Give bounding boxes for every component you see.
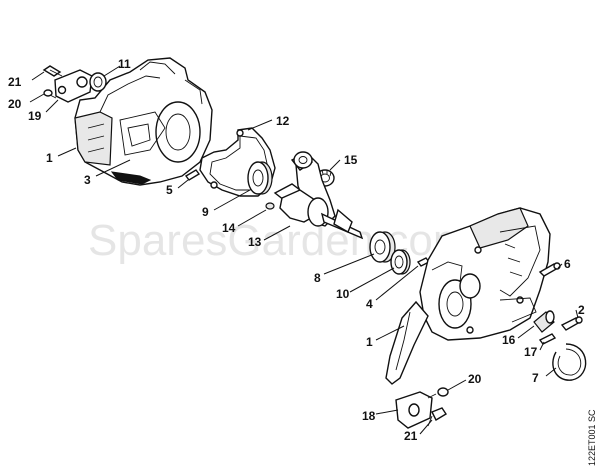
circlip-7 <box>552 343 587 381</box>
callout-10: 10 <box>336 287 350 301</box>
callout-20-bottom: 20 <box>468 372 482 386</box>
pin-17 <box>538 333 557 345</box>
callout-labels: 21 11 20 19 1 3 12 15 5 9 14 13 8 10 4 6… <box>8 57 585 443</box>
callout-13: 13 <box>248 235 262 249</box>
crankcase-half-left <box>74 57 213 186</box>
screw-2 <box>560 316 583 331</box>
ball-bearing-8 <box>369 231 396 263</box>
callout-12: 12 <box>276 114 290 128</box>
callout-11: 11 <box>118 57 131 71</box>
leader-lines <box>29 65 579 435</box>
callout-20-top: 20 <box>8 97 22 111</box>
callout-14: 14 <box>222 221 236 235</box>
ball-bearing-9 <box>247 161 273 195</box>
callout-7: 7 <box>532 371 539 385</box>
crankshaft-13 <box>273 151 364 240</box>
callout-21-top: 21 <box>8 75 22 89</box>
document-reference: 122ET001 SC <box>587 409 597 466</box>
callout-19: 19 <box>28 109 42 123</box>
screw-21-top <box>42 65 63 77</box>
screw-20-bottom <box>427 387 449 399</box>
callout-5: 5 <box>166 183 173 197</box>
oil-seal-10 <box>390 249 411 275</box>
crankcase-half-right <box>385 207 551 385</box>
sleeve-16 <box>533 310 555 333</box>
callout-16: 16 <box>502 333 516 347</box>
dowel-pin-5 <box>184 169 201 181</box>
oil-seal-11 <box>89 72 107 92</box>
callout-18: 18 <box>362 409 376 423</box>
callout-6: 6 <box>564 257 571 271</box>
callout-8: 8 <box>314 271 321 285</box>
callout-2: 2 <box>578 303 585 317</box>
callout-15: 15 <box>344 153 358 167</box>
callout-3: 3 <box>84 173 91 187</box>
mounting-plate-18 <box>395 391 433 429</box>
callout-4: 4 <box>366 297 373 311</box>
callout-1-right: 1 <box>366 335 373 349</box>
callout-9: 9 <box>202 205 209 219</box>
callout-1-left: 1 <box>46 151 53 165</box>
watermark-text: SparesGarden.com <box>88 216 470 265</box>
callout-17: 17 <box>524 345 538 359</box>
mounting-plate-top <box>54 69 93 103</box>
screw-20-top <box>43 89 57 99</box>
callout-21-bottom: 21 <box>404 429 418 443</box>
woodruff-key-14 <box>265 202 275 210</box>
